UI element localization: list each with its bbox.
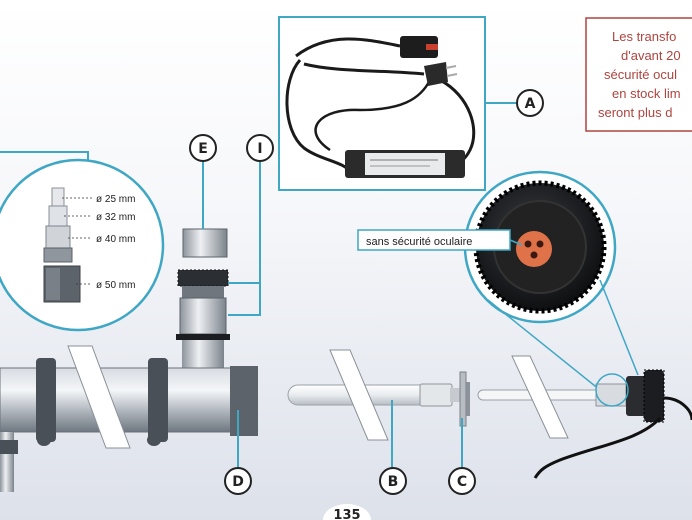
page-number-badge xyxy=(323,504,371,520)
leader-line-connector-2 xyxy=(599,279,639,376)
cutaway-band-lamp xyxy=(329,349,389,441)
letter-bubble-d xyxy=(224,467,252,495)
transformer-box xyxy=(278,16,486,191)
notice-line-2: d'avant 20 xyxy=(621,48,681,63)
letter-bubble-a xyxy=(516,89,544,117)
uv-lamp xyxy=(287,383,462,407)
dimension-label-25: ø 25 mm xyxy=(96,194,135,205)
main-pipe xyxy=(0,358,258,492)
leader-line-dimensions xyxy=(0,151,89,162)
notice-line-1: Les transfo xyxy=(612,29,676,44)
callout-sans-securite-text: sans sécurité oculaire xyxy=(366,236,472,248)
end-cap xyxy=(533,369,692,479)
page-number: 135 xyxy=(333,508,360,520)
letter-e: E xyxy=(198,141,208,157)
letter-a: A xyxy=(525,96,536,112)
letter-d: D xyxy=(232,474,244,490)
letter-c: C xyxy=(457,474,467,490)
dimension-label-50: ø 50 mm xyxy=(96,280,135,291)
letter-b: B xyxy=(388,474,399,490)
connector-detail-circle xyxy=(463,170,617,324)
letter-bubble-i xyxy=(246,134,274,162)
cutaway-band-pipe xyxy=(67,345,131,449)
letter-bubble-b xyxy=(379,467,407,495)
dimension-label-32: ø 32 mm xyxy=(96,212,135,223)
vertical-pipe xyxy=(176,269,230,376)
letter-bubble-c xyxy=(448,467,476,495)
dimension-label-40: ø 40 mm xyxy=(96,234,135,245)
notice-box xyxy=(585,17,692,132)
notice-line-4: en stock lim xyxy=(612,86,681,101)
dimension-detail-circle xyxy=(0,158,165,332)
leader-line-i xyxy=(228,160,261,316)
cap-e xyxy=(182,228,228,258)
letter-i: I xyxy=(257,141,262,157)
plug-highlight-circle xyxy=(595,373,629,407)
letter-bubble-e xyxy=(189,134,217,162)
cutaway-band-sleeve xyxy=(511,355,569,439)
notice-line-3: sécurité ocul xyxy=(604,67,677,82)
notice-line-5: seront plus d xyxy=(598,105,672,120)
callout-sans-securite xyxy=(357,229,523,251)
flange-c xyxy=(459,371,470,427)
leader-line-connector-1 xyxy=(487,299,601,391)
